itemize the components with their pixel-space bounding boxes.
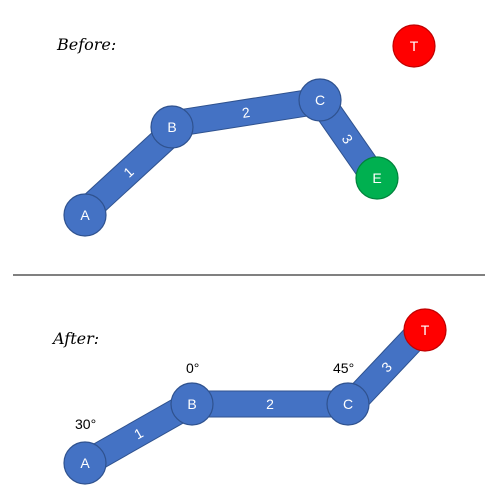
after-joint-c-label: C bbox=[343, 396, 353, 412]
after-panel: After: 1 2 3 A B C T bbox=[51, 308, 447, 485]
after-joint-c: C bbox=[326, 382, 370, 426]
before-caption: Before: bbox=[56, 35, 116, 54]
after-angle-b: 0° bbox=[186, 360, 199, 376]
before-joint-b-label: B bbox=[167, 119, 176, 135]
before-joint-c-label: C bbox=[315, 92, 325, 108]
before-link-2-label: 2 bbox=[241, 104, 251, 121]
before-joint-c: C bbox=[298, 78, 342, 122]
before-joint-b: B bbox=[150, 105, 194, 149]
after-angle-a: 30° bbox=[75, 416, 96, 432]
after-angle-c: 45° bbox=[333, 360, 354, 376]
before-target: T bbox=[392, 24, 436, 68]
after-link-2: 2 bbox=[192, 390, 348, 418]
before-end-effector-label: E bbox=[372, 170, 381, 186]
after-joint-a: A bbox=[63, 441, 107, 485]
before-panel: Before: 1 2 3 T A B C bbox=[56, 24, 436, 237]
after-joint-b: B bbox=[170, 382, 214, 426]
after-link-2-label: 2 bbox=[266, 396, 274, 412]
after-target: T bbox=[403, 308, 447, 352]
before-end-effector: E bbox=[355, 156, 399, 200]
before-target-label: T bbox=[410, 38, 419, 54]
after-joint-a-label: A bbox=[80, 455, 90, 471]
after-caption: After: bbox=[51, 329, 99, 348]
before-joint-a: A bbox=[63, 193, 107, 237]
after-joint-b-label: B bbox=[187, 396, 196, 412]
after-target-label: T bbox=[421, 322, 430, 338]
before-joint-a-label: A bbox=[80, 207, 90, 223]
